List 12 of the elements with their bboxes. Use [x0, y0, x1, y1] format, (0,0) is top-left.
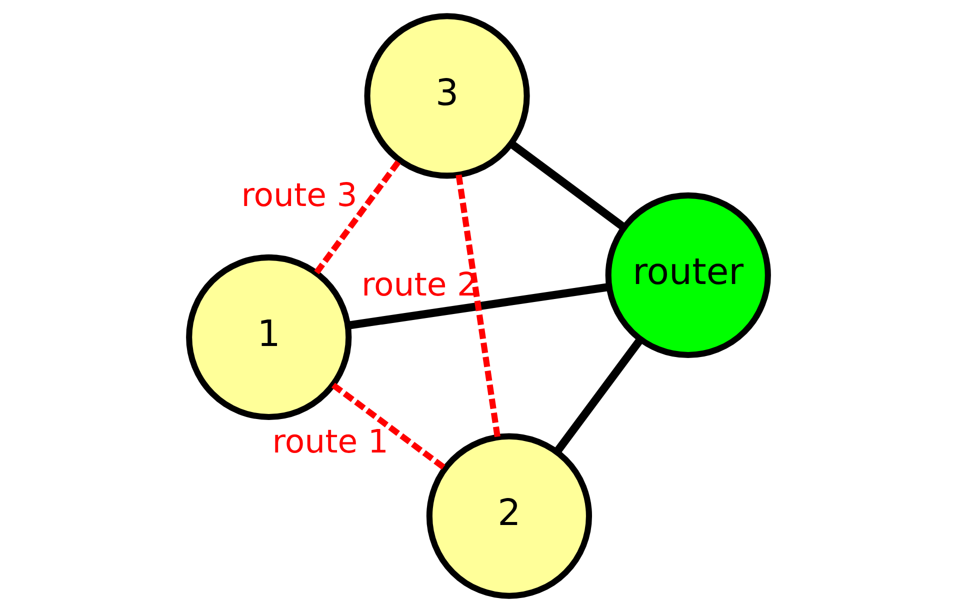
connector: [509, 140, 626, 230]
connector: [331, 382, 446, 470]
connector: [348, 282, 610, 330]
node-circle: 2: [426, 433, 592, 599]
edge-label: route 3: [241, 176, 358, 214]
connector: [456, 174, 500, 438]
connector: [314, 158, 402, 274]
connector: [554, 337, 644, 454]
edge-label: route 1: [272, 422, 388, 460]
node-circle: 1: [186, 254, 352, 420]
node-circle: 3: [364, 13, 530, 179]
node-circle: router: [605, 192, 771, 358]
